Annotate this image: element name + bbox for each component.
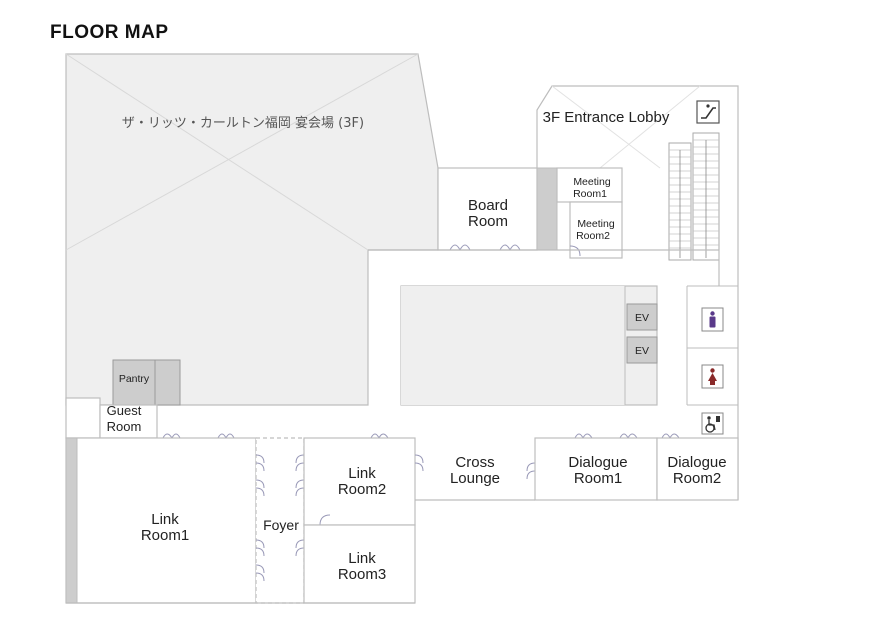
meeting-room2[interactable]: Meeting Room2 [569,201,623,259]
dialogue-room1-label-2: Room1 [574,470,622,487]
entrance-lobby-label: 3F Entrance Lobby [543,109,670,126]
guest-room-label-2: Room [107,419,142,434]
guest-room[interactable]: Guest Room [65,397,158,447]
link-room3[interactable]: Link Room3 [303,524,416,604]
escalator-icon [696,100,720,124]
board-room-label-1: Board [468,197,508,214]
men-restroom-icon[interactable] [701,307,724,332]
banquet-hall[interactable]: ザ・リッツ・カールトン福岡 宴会場 (3F) [65,53,439,406]
meeting-room1[interactable]: Meeting Room1 [556,167,623,203]
cross-lounge-label-1: Cross [455,454,494,471]
corridor-doors [162,433,680,439]
escalator-stairs [668,132,720,261]
elevator-1[interactable]: EV [626,303,658,331]
link-room1[interactable]: Link Room1 [65,437,257,604]
dialogue-room2-label-2: Room2 [673,470,721,487]
meeting-room2-label-1: Meeting [577,218,615,230]
ev1-label: EV [635,312,649,324]
link-room1-label-2: Room1 [141,527,189,544]
ev2-label: EV [635,345,649,357]
meeting-room1-label-1: Meeting [573,176,611,188]
banquet-label: ザ・リッツ・カールトン福岡 宴会場 (3F) [122,115,364,131]
foyer[interactable]: Foyer [255,437,305,604]
guest-room-label-1: Guest [107,403,142,418]
link-room3-label-2: Room3 [338,566,386,583]
accessible-restroom-icon[interactable] [701,412,724,435]
link-room2[interactable]: Link Room2 [303,437,424,526]
service-core [536,167,558,251]
meeting-room2-label-2: Room2 [576,230,610,242]
dialogue-room1[interactable]: Dialogue Room1 [534,437,658,501]
dialogue-room2[interactable]: Dialogue Room2 [656,437,739,501]
pantry[interactable]: Pantry [112,359,181,406]
dialogue-room2-label-1: Dialogue [667,454,726,471]
page-title: FLOOR MAP [50,22,169,43]
corridor-walls [66,249,720,604]
elevator-2[interactable]: EV [626,336,658,364]
link-room2-label-2: Room2 [338,481,386,498]
link-room1-label-1: Link [151,511,179,528]
link-room2-label-1: Link [348,465,376,482]
link-room3-label-1: Link [348,550,376,567]
pantry-label: Pantry [119,373,150,385]
entrance-lobby[interactable]: 3F Entrance Lobby [536,85,739,500]
dialogue-room1-label-1: Dialogue [568,454,627,471]
women-restroom-icon[interactable] [701,364,724,389]
cross-lounge[interactable]: Cross Lounge [415,454,536,501]
meeting-room1-label-2: Room1 [573,188,607,200]
central-block [400,285,658,406]
board-room[interactable]: Board Room [437,167,538,251]
board-room-label-2: Room [468,213,508,230]
cross-lounge-label-2: Lounge [450,470,500,487]
foyer-label: Foyer [263,517,299,533]
